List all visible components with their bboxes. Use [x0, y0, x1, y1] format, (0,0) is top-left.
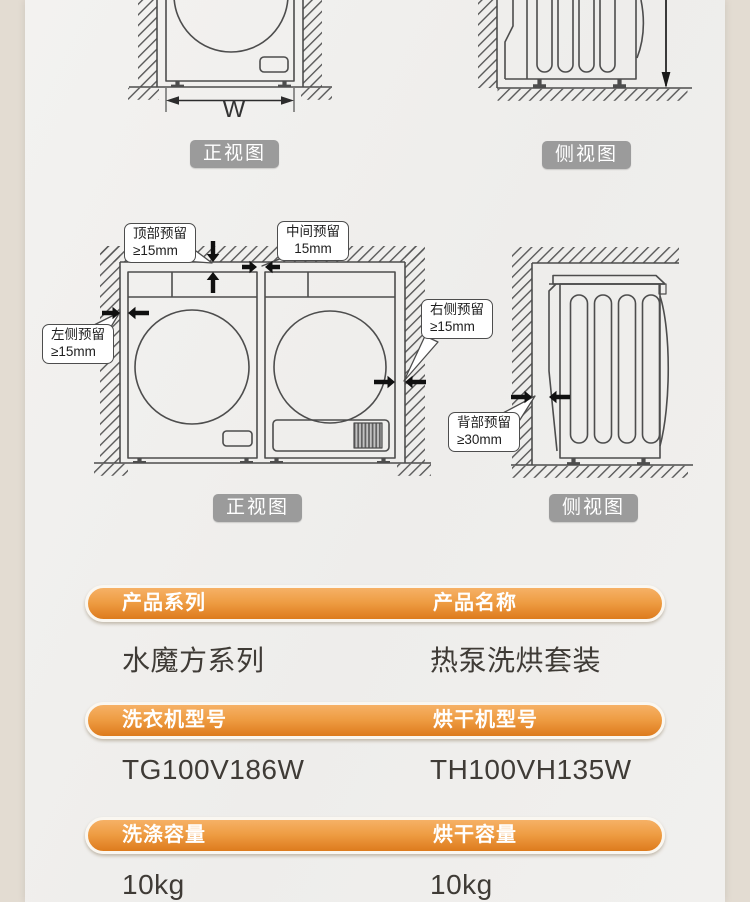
right-clearance-title: 右侧预留 [430, 302, 484, 317]
middle-clearance-callout: 中间预留 15mm [277, 221, 349, 261]
top-clearance-callout: 顶部预留 ≥15mm [124, 223, 196, 263]
top-clearance-value: ≥15mm [133, 242, 178, 258]
middle-clearance-value: 15mm [294, 240, 332, 256]
width-dimension-label: W [222, 96, 246, 123]
top-clearance-title: 顶部预留 [133, 226, 187, 241]
spec-header-dry-capacity: 烘干容量 [433, 824, 517, 846]
spec-header-row-3: 洗涤容量 烘干容量 [85, 817, 665, 854]
middle-clearance-title: 中间预留 [286, 224, 340, 239]
clearance-side-view-badge: 侧视图 [549, 494, 639, 522]
spec-header-row-1: 产品系列 产品名称 [85, 585, 665, 622]
top-side-view-drawing [478, 0, 692, 101]
clearance-front-view-badge: 正视图 [213, 494, 303, 522]
top-front-view-drawing [128, 0, 332, 112]
spec-header-wash-capacity: 洗涤容量 [122, 824, 206, 846]
left-clearance-callout: 左侧预留 ≥15mm [42, 324, 114, 364]
right-clearance-value: ≥15mm [430, 318, 475, 334]
spec-value-washer-model: TG100V186W [122, 754, 305, 785]
spec-value-dryer-model: TH100VH135W [430, 754, 632, 785]
spec-value-product-name: 热泵洗烘套装 [430, 645, 602, 676]
back-clearance-title: 背部预留 [457, 415, 511, 430]
back-clearance-value: ≥30mm [457, 431, 502, 447]
spec-header-row-2: 洗衣机型号 烘干机型号 [85, 702, 665, 739]
back-clearance-callout: 背部预留 ≥30mm [448, 412, 520, 452]
spec-value-dry-capacity: 10kg [430, 869, 493, 900]
clearance-side-view-drawing [502, 247, 693, 478]
spec-header-washer-model: 洗衣机型号 [122, 709, 227, 731]
spec-header-product-series: 产品系列 [122, 592, 206, 614]
spec-header-dryer-model: 烘干机型号 [433, 709, 538, 731]
clearance-front-view-drawing [91, 241, 439, 476]
top-side-view-badge: 侧视图 [542, 141, 632, 169]
installation-diagrams [91, 0, 693, 478]
top-front-view-badge: 正视图 [190, 140, 280, 168]
right-clearance-callout: 右侧预留 ≥15mm [421, 299, 493, 339]
spec-header-product-name: 产品名称 [433, 592, 517, 614]
spec-value-wash-capacity: 10kg [122, 869, 185, 900]
spec-value-product-series: 水魔方系列 [122, 645, 265, 676]
left-clearance-title: 左侧预留 [51, 327, 105, 342]
left-clearance-value: ≥15mm [51, 343, 96, 359]
